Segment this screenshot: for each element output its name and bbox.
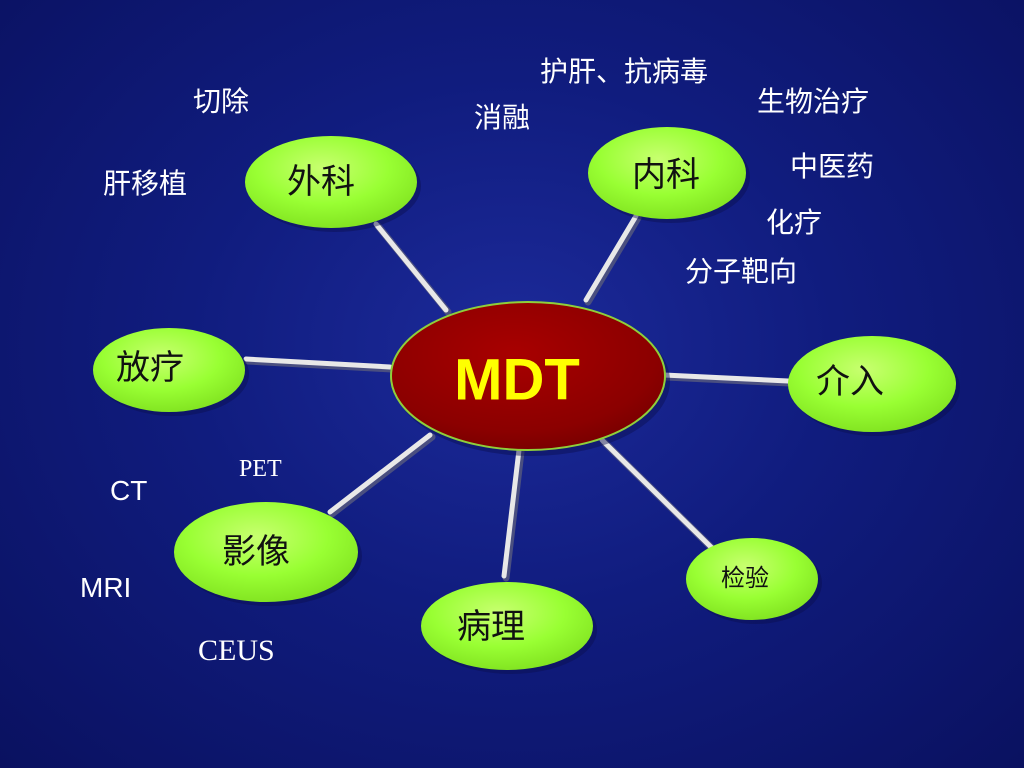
node-surgery-label: 外科 (287, 162, 355, 202)
node-laboratory-label: 检验 (721, 564, 769, 592)
label-resection: 切除 (193, 85, 250, 118)
label-ct: CT (110, 475, 148, 506)
node-internal-medicine-label: 内科 (632, 155, 700, 195)
label-tcm: 中医药 (790, 150, 875, 183)
node-radiotherapy: 放疗 (93, 328, 249, 416)
node-internal-medicine: 内科 (588, 127, 750, 223)
node-radiotherapy-label: 放疗 (116, 348, 184, 388)
label-ceus: CEUS (198, 634, 275, 667)
label-targeted-therapy: 分子靶向 (685, 255, 798, 288)
label-mri: MRI (80, 572, 132, 603)
connector-intervention (661, 372, 794, 387)
node-imaging-label: 影像 (222, 532, 290, 572)
connector-imaging (327, 432, 436, 518)
connector-radiotherapy (243, 356, 396, 373)
connector-surgery (373, 221, 452, 316)
label-liver-transplant: 肝移植 (103, 167, 188, 200)
node-imaging: 影像 (174, 502, 362, 606)
label-chemotherapy: 化疗 (766, 206, 823, 239)
connector-internal-medicine (583, 213, 642, 306)
node-pathology: 病理 (421, 582, 597, 674)
node-intervention: 介入 (788, 336, 960, 436)
label-ablation: 消融 (474, 101, 531, 134)
node-laboratory: 检验 (686, 538, 822, 624)
label-liver-protection-antiviral: 护肝、抗病毒 (540, 55, 709, 88)
center-node-mdt: MDT (390, 301, 670, 456)
connector-laboratory (599, 437, 718, 554)
label-biotherapy: 生物治疗 (757, 85, 870, 118)
node-intervention-label: 介入 (816, 362, 884, 402)
connectors (243, 213, 794, 582)
node-surgery: 外科 (245, 136, 421, 232)
center-label: MDT (454, 348, 580, 413)
connector-pathology (501, 447, 525, 582)
node-pathology-label: 病理 (457, 607, 525, 647)
label-pet: PET (239, 456, 282, 482)
